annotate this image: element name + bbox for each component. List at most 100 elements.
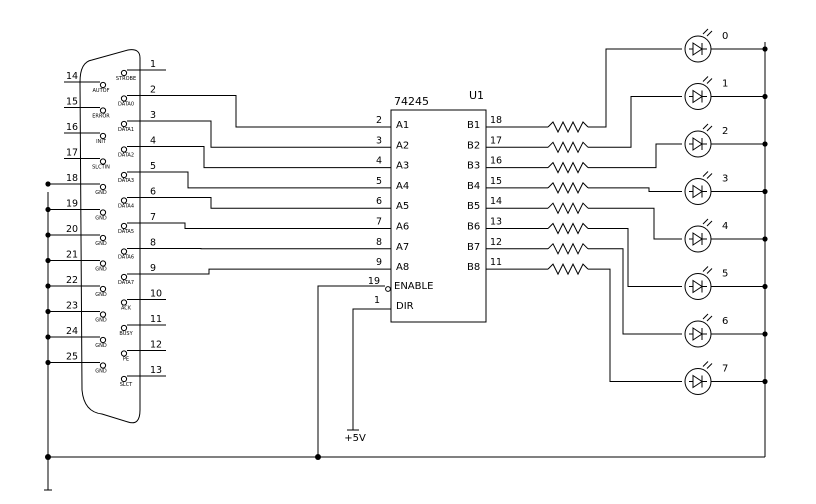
dir-pin-name: DIR <box>396 301 414 312</box>
led-feed-wire <box>588 248 682 335</box>
resistor <box>547 242 589 255</box>
ic-pin-name: A5 <box>396 201 409 212</box>
led-arrow <box>702 313 709 320</box>
ic-pin-number: 4 <box>376 156 382 167</box>
led-arrow <box>702 266 709 272</box>
pin-number: 13 <box>150 365 162 376</box>
ic-pin-name: A1 <box>396 120 409 131</box>
pin-number: 17 <box>66 148 78 159</box>
led-arrow <box>706 363 713 369</box>
data-wire <box>166 146 391 169</box>
junction-dot <box>45 181 51 187</box>
resistor <box>547 262 589 276</box>
ic-pin-name: B1 <box>467 120 480 131</box>
pin-contact <box>120 222 128 230</box>
pin-number: 7 <box>150 212 156 223</box>
pin-signal: AUTOF <box>93 88 110 94</box>
junction-dot <box>45 206 51 213</box>
pin-contact <box>120 120 128 128</box>
wires: +5V <box>44 42 766 491</box>
pin-signal: GND <box>95 216 107 222</box>
data-wire <box>166 222 391 229</box>
junction-dot <box>762 331 768 337</box>
led-label: 7 <box>722 364 728 375</box>
led-label: 0 <box>722 31 728 42</box>
data-wire <box>166 120 391 148</box>
ic-pin-number: 16 <box>490 156 502 167</box>
led-feed-wire <box>588 187 682 192</box>
led-arrow <box>702 171 709 177</box>
ic-pin-name: A4 <box>396 181 409 192</box>
ic-pin-number: 1 <box>374 295 380 306</box>
data-wire <box>166 268 391 275</box>
pin-number: 12 <box>150 340 162 351</box>
pin-signal: DATA3 <box>118 178 134 184</box>
led-body <box>684 368 712 395</box>
ic-pin-name: B4 <box>467 181 480 192</box>
led-body <box>684 130 712 158</box>
pin-signal: DATA7 <box>118 280 134 286</box>
junction-dot <box>762 283 768 290</box>
pin-signal: GND <box>95 343 107 349</box>
pin-contact <box>120 69 128 77</box>
led-triangle <box>692 232 703 246</box>
connector-body <box>79 49 141 424</box>
pin-signal: DATA2 <box>118 153 134 159</box>
pin-signal: BUSY <box>119 331 133 337</box>
pin-signal: GND <box>95 267 107 273</box>
pin-signal: SLCTIN <box>92 165 110 171</box>
led-label: 2 <box>722 126 728 137</box>
pin-signal: DATA5 <box>118 229 134 235</box>
pin-number: 15 <box>66 97 78 108</box>
pin-signal: DATA0 <box>118 102 134 108</box>
ic-pin-name: A8 <box>396 262 409 273</box>
pin-signal: INIT <box>96 139 107 145</box>
pin-contact <box>99 285 107 293</box>
ic-pin-name: B3 <box>467 161 480 172</box>
ic-reference: U1 <box>469 89 484 102</box>
pin-contact <box>99 183 107 191</box>
ic-pin-number: 8 <box>376 237 382 248</box>
pin-number: 11 <box>150 314 162 325</box>
pin-signal: ERROR <box>92 114 110 120</box>
junction-dot <box>762 46 768 52</box>
pin-signal: DATA4 <box>118 204 134 210</box>
ic-pin-number: 12 <box>490 237 502 248</box>
ic-pin-name: A6 <box>396 222 409 233</box>
led-triangle <box>692 42 703 56</box>
led-arrow <box>702 28 709 35</box>
pin-number: 4 <box>150 136 156 147</box>
ic-pin-name: A3 <box>396 161 409 172</box>
resistor <box>547 202 589 215</box>
resistor <box>547 141 589 154</box>
pin-contact <box>120 146 128 153</box>
ic-pin-number: 3 <box>376 135 382 146</box>
pin-number: 22 <box>66 275 78 286</box>
led-body <box>684 320 712 348</box>
led-triangle <box>692 374 703 389</box>
pin-number: 3 <box>150 110 156 121</box>
pin-signal: STROBE <box>116 76 136 82</box>
enable-wire <box>317 285 385 457</box>
led-body <box>684 83 712 110</box>
pin-signal: GND <box>95 292 107 298</box>
ic-pin-name: B7 <box>467 242 480 253</box>
enable-inversion-bubble <box>385 286 391 292</box>
led-arrow <box>702 123 709 130</box>
ic-pin-name: B8 <box>467 262 480 273</box>
led-feed-wire <box>588 96 682 148</box>
led-arrow <box>706 268 713 274</box>
pin-signal: SLCT <box>120 382 133 388</box>
pin-number: 23 <box>66 301 78 312</box>
junction-dot <box>45 283 51 289</box>
pin-contact <box>120 171 128 179</box>
pin-signal: GND <box>95 190 107 196</box>
led-arrow <box>702 76 709 82</box>
pin-contact <box>99 260 107 267</box>
led-label: 6 <box>722 316 728 327</box>
led-label: 1 <box>722 79 728 90</box>
led-triangle <box>692 279 703 294</box>
pin-contact <box>99 209 107 216</box>
